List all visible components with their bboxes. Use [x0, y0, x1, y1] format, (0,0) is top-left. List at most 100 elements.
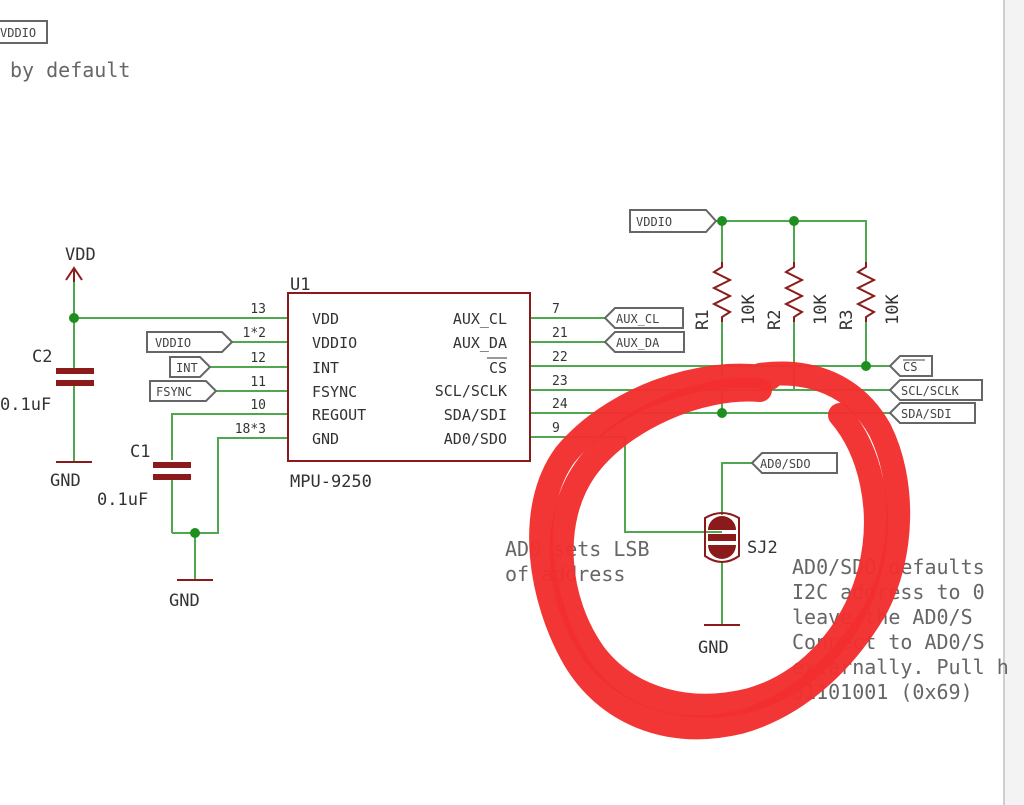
junction-gnd	[190, 528, 200, 538]
pin-num-12: 12	[250, 351, 266, 366]
chip-name: MPU-9250	[290, 472, 372, 492]
junction-r1-top	[717, 216, 727, 226]
c1-ref: C1	[130, 442, 150, 462]
pin-num-1: 1*2	[243, 326, 266, 341]
c2-ref: C2	[32, 347, 52, 367]
port-fsync	[149, 380, 218, 402]
pin-label-fsync: FSYNC	[312, 383, 357, 401]
capacitor-c1: C1 0.1uF	[97, 442, 191, 510]
port-sda	[888, 402, 976, 424]
port-int	[169, 356, 212, 378]
port-sda-label: SDA/SDI	[901, 407, 952, 421]
wire-vddio-rail	[716, 220, 867, 250]
wires	[73, 220, 890, 625]
pin-num-11: 11	[250, 375, 266, 390]
c2-plate-top	[56, 368, 94, 374]
port-aux-cl-label: AUX_CL	[616, 312, 659, 326]
gnd-label-c1: GND	[169, 591, 200, 611]
scribble-loop-outer	[529, 361, 911, 740]
scribble-loop-inner	[549, 377, 888, 718]
pin-num-9: 9	[552, 421, 560, 436]
pin-label-vddio: VDDIO	[312, 334, 357, 352]
c2-plate-bottom	[56, 380, 94, 386]
port-scl	[888, 379, 983, 401]
pin-label-gnd: GND	[312, 430, 339, 448]
sj2-bottom-pad	[708, 545, 736, 559]
pin-label-int: INT	[312, 359, 339, 377]
r1-ref: R1	[693, 310, 713, 330]
port-aux-da	[603, 331, 685, 353]
port-fsync-label: FSYNC	[156, 385, 192, 399]
chip-ref: U1	[290, 275, 310, 295]
r2-value: 10K	[811, 294, 831, 325]
pin-label-regout: REGOUT	[312, 406, 366, 424]
wire-gnd-pin	[172, 437, 288, 534]
vdd-supply: VDD	[65, 245, 96, 282]
pin-num-7: 7	[552, 302, 560, 317]
wire-regout	[171, 413, 288, 460]
page-edge	[1004, 0, 1024, 805]
sj2-top-pad	[708, 516, 736, 530]
port-cs	[888, 355, 933, 377]
pin-label-ad0: AD0/SDO	[444, 430, 507, 448]
port-cs-label: CS	[903, 360, 917, 374]
vdd-label: VDD	[65, 245, 96, 265]
port-scl-label: SCL/SCLK	[901, 384, 960, 398]
r3-value: 10K	[883, 294, 903, 325]
port-vddio-topleft-label: VDDIO	[0, 26, 36, 40]
gnd-symbols: GND GND GND	[50, 461, 740, 658]
junction-r2-top	[789, 216, 799, 226]
r2-ref: R2	[765, 310, 785, 330]
pin-label-aux-da: AUX_DA	[453, 334, 507, 352]
solder-jumper-sj2: SJ2	[704, 512, 778, 563]
port-vddio	[146, 331, 234, 353]
red-scribble-circle	[529, 361, 911, 740]
pin-num-18: 18*3	[235, 422, 266, 437]
r1-value: 10K	[739, 294, 759, 325]
pin-label-sda: SDA/SDI	[444, 406, 507, 424]
chip-body	[287, 292, 531, 462]
sj2-bridge	[708, 534, 736, 541]
junction-sda	[717, 408, 727, 418]
junction-vdd	[69, 313, 79, 323]
pin-num-24: 24	[552, 397, 568, 412]
capacitor-c2: C2 0.1uF	[0, 347, 94, 415]
default-note: by default	[10, 58, 130, 82]
c1-plate-top	[153, 462, 191, 468]
chip-u1: U1 MPU-9250 VDD VDDIO INT FSYNC REGOUT G…	[235, 275, 568, 492]
resistor-r3	[855, 262, 877, 322]
port-aux-da-label: AUX_DA	[616, 336, 660, 350]
pin-num-23: 23	[552, 374, 568, 389]
pin-label-vdd: VDD	[312, 310, 339, 328]
sj2-outline	[704, 512, 740, 563]
vdd-arrow-icon	[65, 266, 83, 281]
note-lsb-line1: AD0 sets LSB	[505, 537, 650, 561]
pin-num-21: 21	[552, 326, 568, 341]
port-ad0-label: AD0/SDO	[760, 457, 811, 471]
gnd-label-sj2: GND	[698, 638, 729, 658]
resistor-r1	[711, 262, 733, 322]
port-vddio-rail-label: VDDIO	[636, 215, 672, 229]
port-vddio-topleft	[0, 20, 48, 44]
gnd-label-c2: GND	[50, 471, 81, 491]
c1-plate-bottom	[153, 474, 191, 480]
pin-num-13: 13	[250, 302, 266, 317]
junction-cs	[861, 361, 871, 371]
port-aux-cl	[603, 307, 684, 329]
port-vddio-rail	[629, 209, 718, 233]
port-int-label: INT	[176, 361, 198, 375]
port-ad0	[750, 452, 838, 474]
resistors: R1 10K R2 10K R3 10K	[693, 262, 903, 330]
pin-label-cs: CS	[489, 359, 507, 377]
resistor-r2	[783, 262, 805, 322]
r3-ref: R3	[837, 310, 857, 330]
pin-label-scl: SCL/SCLK	[435, 382, 507, 400]
pin-num-10: 10	[250, 398, 266, 413]
ports-right: AUX_CL AUX_DA CS SCL/SCLK SDA/SDI VDDIO …	[603, 209, 983, 474]
junctions	[69, 216, 871, 538]
sj2-ref: SJ2	[747, 538, 778, 558]
wire-ad0-port	[721, 462, 752, 515]
port-vddio-label: VDDIO	[155, 336, 191, 350]
pin-label-aux-cl: AUX_CL	[453, 310, 507, 328]
